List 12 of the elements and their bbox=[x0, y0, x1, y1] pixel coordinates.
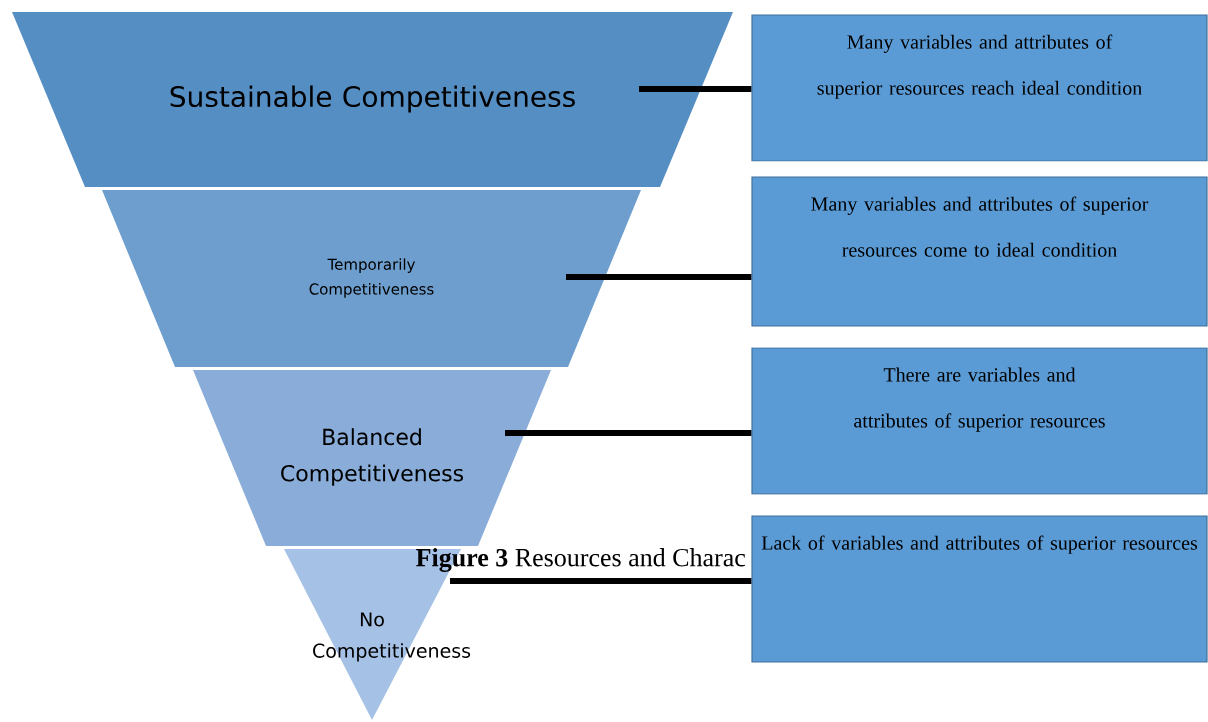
text-box: There are variables and attributes of superior resources bbox=[751, 347, 1208, 495]
text-box: Lack of variables and attributes of superior resources bbox=[751, 515, 1208, 663]
figure-caption: Figure 3 Resources and Charac bbox=[416, 548, 745, 572]
funnel-band: Balanced Competitiveness bbox=[193, 370, 551, 546]
connector-line bbox=[505, 430, 752, 436]
funnel-band: Sustainable Competitiveness bbox=[12, 12, 733, 187]
text-box: Many variables and attributes of superior resources come to ideal condition bbox=[751, 176, 1208, 327]
funnel-band: Temporarily Competitiveness bbox=[102, 190, 641, 367]
connector-line bbox=[450, 578, 752, 584]
connector-line bbox=[566, 274, 752, 280]
connector-line bbox=[639, 86, 752, 92]
text-box: Many variables and attributes of superior resources reach ideal condition bbox=[751, 14, 1208, 162]
